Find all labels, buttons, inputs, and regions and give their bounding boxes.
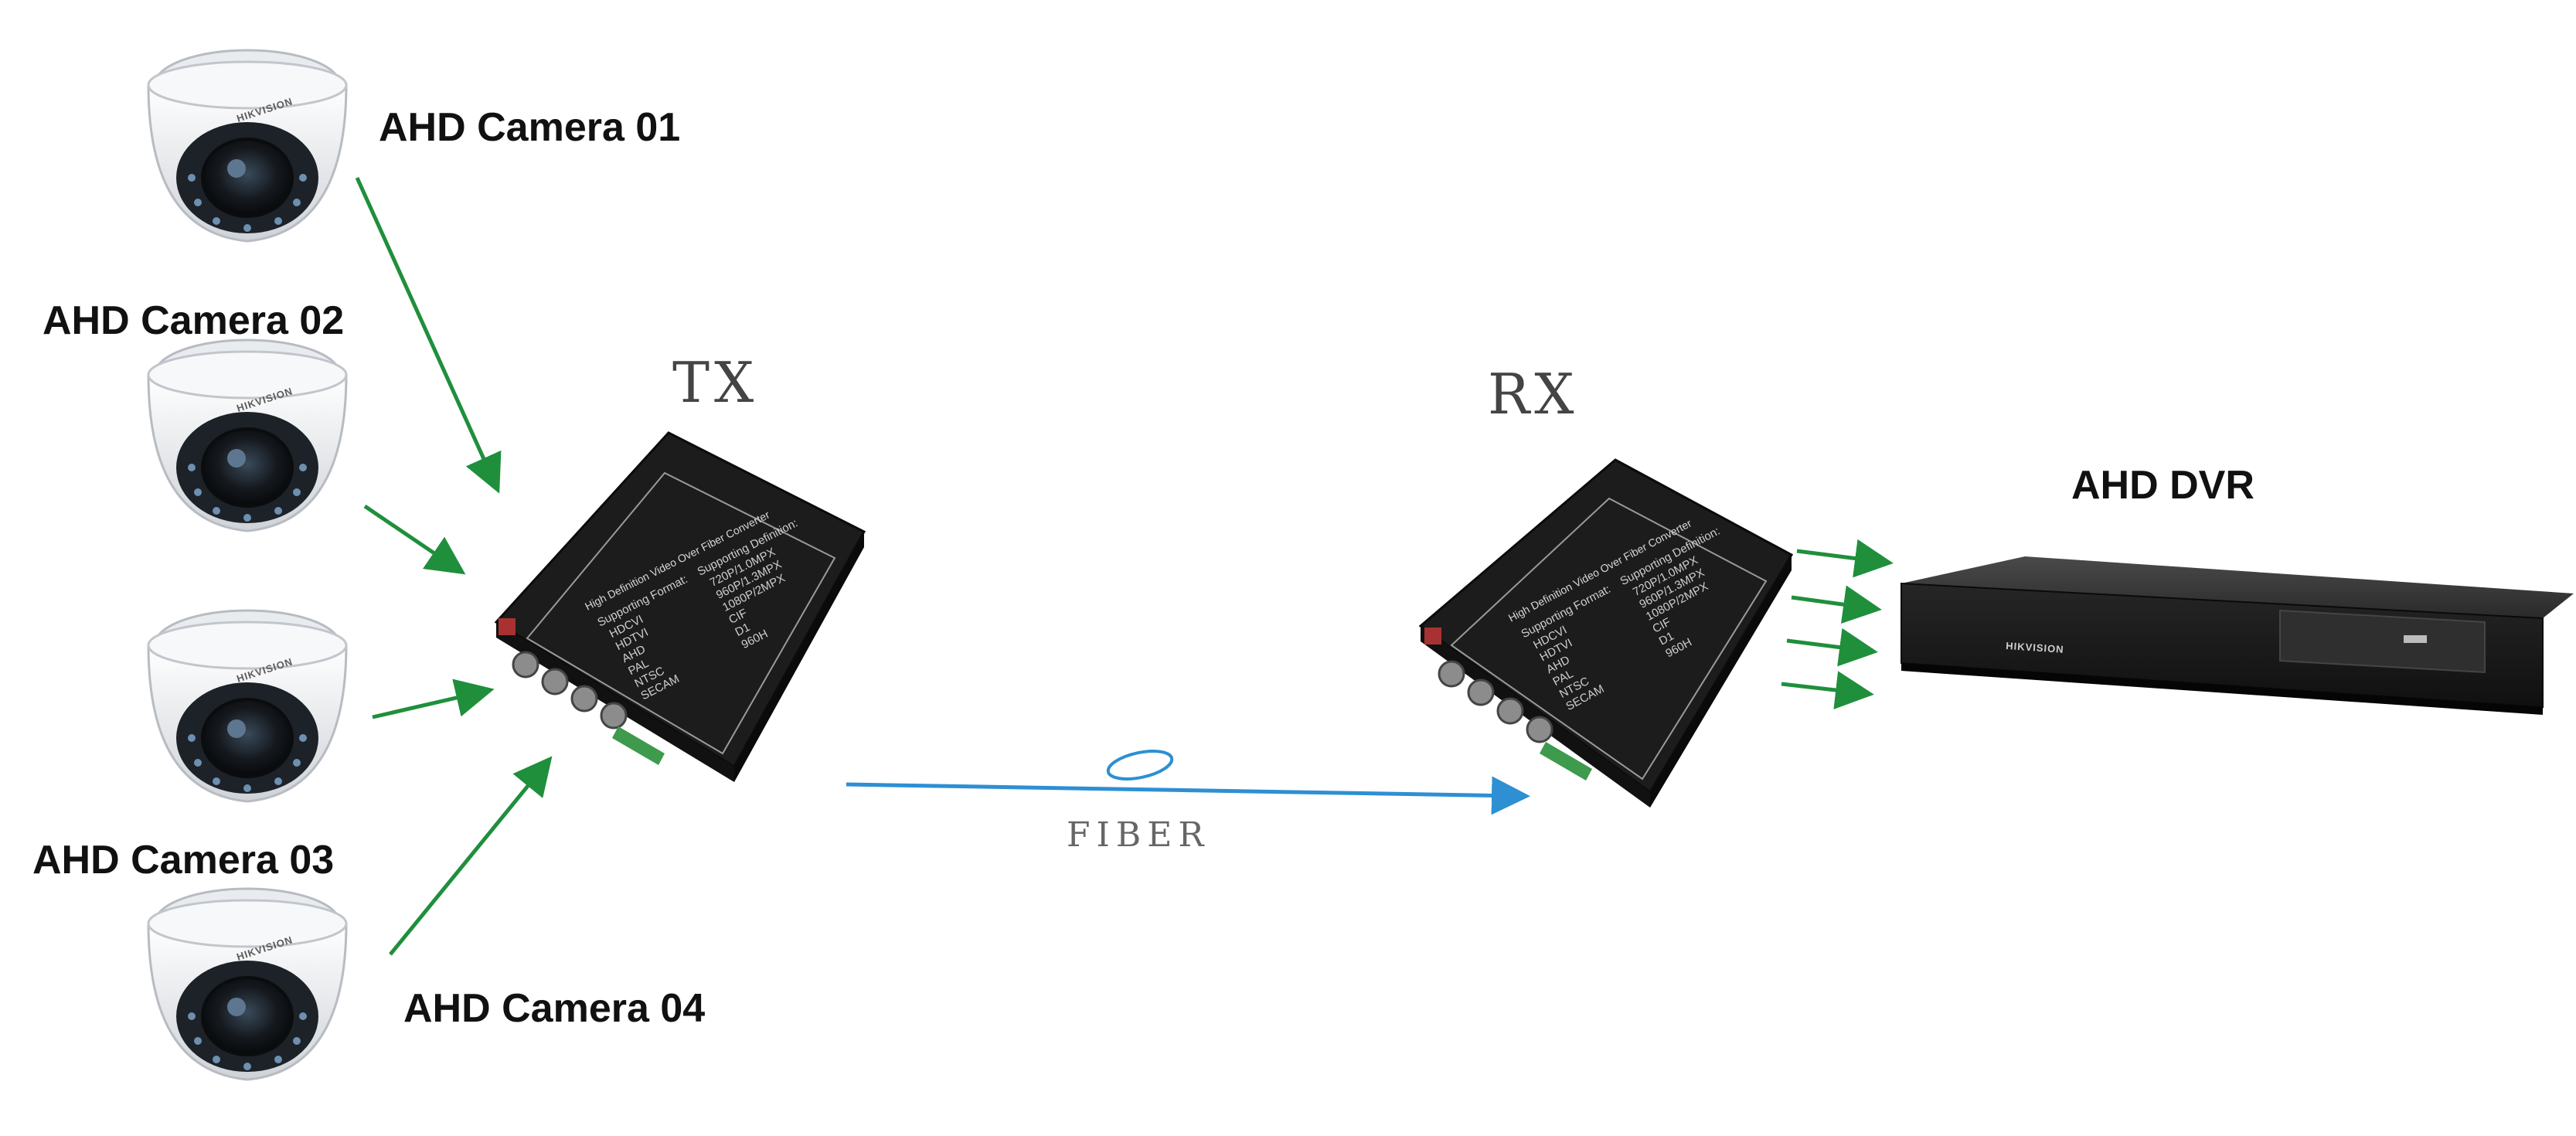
camera-02: HIKVISION — [147, 338, 348, 532]
rx-to-dvr-arrow-3 — [1786, 628, 1878, 667]
camera-01: HIKVISION — [147, 49, 348, 243]
camera-02-label: AHD Camera 02 — [43, 298, 344, 343]
bnc-connectors — [1424, 628, 1592, 781]
camera-03: HIKVISION — [147, 609, 348, 803]
camera-02-to-tx-arrow — [363, 504, 466, 575]
dvr-brand: HIKVISION — [2006, 640, 2064, 655]
camera-01-to-tx-arrow — [355, 176, 502, 494]
rx-converter: High Definition Video Over Fiber Convert… — [1418, 458, 1794, 808]
camera-01-label: AHD Camera 01 — [379, 105, 680, 150]
camera-03-label: AHD Camera 03 — [32, 838, 334, 883]
camera-04-to-tx-arrow — [389, 756, 553, 956]
dome-camera-icon — [147, 338, 348, 532]
rx-to-dvr-arrow-2 — [1791, 585, 1882, 624]
dome-camera-icon — [147, 49, 348, 243]
camera-04-label: AHD Camera 04 — [403, 986, 705, 1031]
dvr-device: HIKVISION — [1901, 556, 2574, 715]
dvr-label: AHD DVR — [2071, 463, 2254, 508]
rx-to-dvr-arrow-4 — [1781, 671, 1874, 709]
tx-definition-4: D1 — [733, 621, 752, 639]
dvr-usb-port-icon — [2404, 635, 2427, 643]
rx-to-dvr-arrow-1 — [1796, 539, 1894, 578]
bnc-connectors — [499, 618, 665, 765]
dome-camera-icon — [147, 887, 348, 1081]
camera-04: HIKVISION — [147, 887, 348, 1081]
dome-camera-icon — [147, 609, 348, 803]
fiber-coil-icon — [1106, 750, 1174, 781]
fiber-link: FIBER — [846, 750, 1530, 855]
rx-label: RX — [1488, 362, 1578, 427]
camera-03-to-tx-arrow — [372, 679, 495, 719]
tx-label: TX — [672, 350, 758, 415]
fiber-label: FIBER — [1067, 815, 1210, 855]
fiber-line-arrow — [846, 776, 1530, 815]
tx-converter: High Definition Video Over Fiber Convert… — [494, 431, 866, 782]
